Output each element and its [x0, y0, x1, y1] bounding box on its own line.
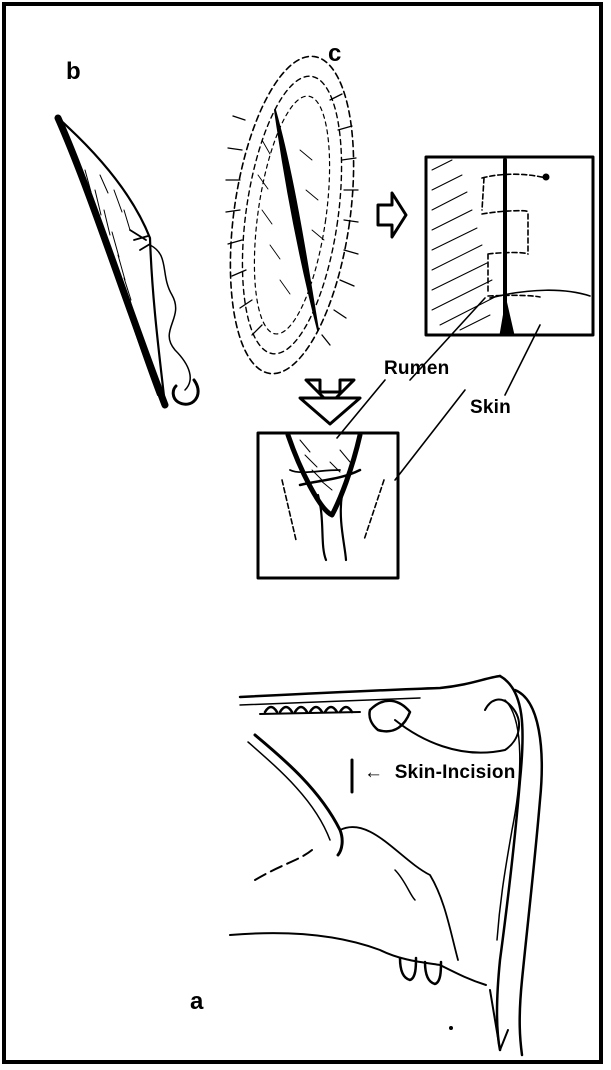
panel-label-b: b [66, 58, 81, 86]
label-rumen: Rumen [384, 358, 449, 380]
detail-box-bottom [258, 433, 398, 578]
panel-a-drawing [230, 676, 542, 1055]
panel-b-drawing [58, 118, 198, 405]
left-arrow-icon: ← [364, 762, 383, 783]
label-skin-incision: ← Skin-Incision [364, 762, 516, 784]
panel-label-a: a [190, 988, 203, 1016]
label-skin: Skin [470, 397, 511, 419]
panel-c-drawing [212, 48, 371, 381]
detail-box-right [426, 157, 593, 335]
skin-incision-text: Skin-Incision [395, 762, 516, 783]
panel-label-c: c [328, 40, 341, 68]
